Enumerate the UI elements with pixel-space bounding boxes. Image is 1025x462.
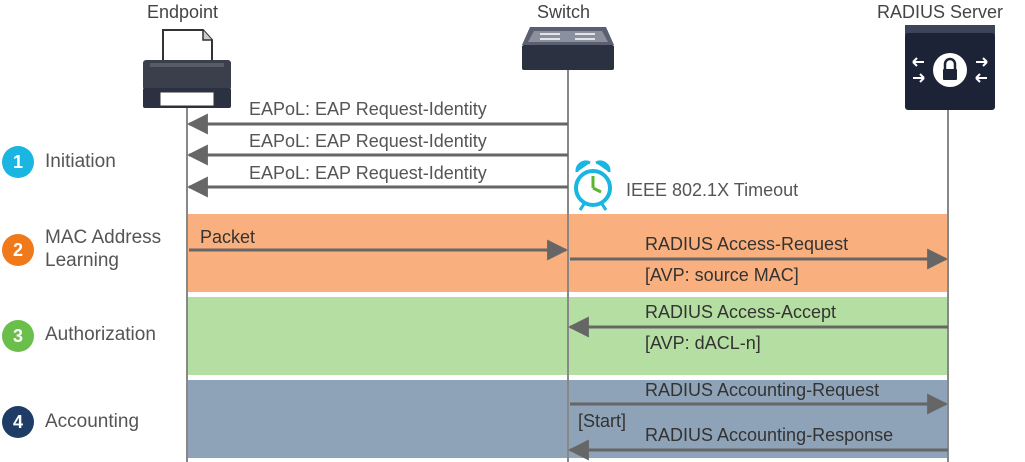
start-label: [Start] bbox=[578, 411, 627, 431]
timeout-label: IEEE 802.1X Timeout bbox=[626, 180, 799, 200]
step-2-label: MAC Address Learning bbox=[45, 226, 161, 272]
step-2-label-line1: MAC Address bbox=[45, 227, 162, 248]
step-2-label-line2: Learning bbox=[45, 250, 119, 271]
access-request-label: RADIUS Access-Request bbox=[645, 234, 849, 254]
eapol-label-1: EAPoL: EAP Request-Identity bbox=[249, 99, 487, 119]
step-2-badge: 2 bbox=[2, 234, 34, 266]
step-1-badge: 1 bbox=[2, 146, 34, 178]
step-1-label: Initiation bbox=[45, 151, 116, 172]
packet-label: Packet bbox=[200, 227, 256, 247]
acct-request-label: RADIUS Accounting-Request bbox=[645, 380, 880, 400]
alarm-clock-icon bbox=[574, 160, 612, 211]
acct-response-label: RADIUS Accounting-Response bbox=[645, 425, 894, 445]
printer-icon bbox=[143, 29, 231, 108]
step-4-label: Accounting bbox=[45, 411, 140, 432]
network-switch-icon bbox=[522, 27, 614, 70]
avp-dacl-label: [AVP: dACL-n] bbox=[645, 333, 761, 353]
eapol-label-2: EAPoL: EAP Request-Identity bbox=[249, 131, 487, 151]
radius-server-lock-icon bbox=[905, 25, 995, 110]
access-accept-label: RADIUS Access-Accept bbox=[645, 302, 837, 322]
step-3-label: Authorization bbox=[45, 324, 156, 345]
switch-title: Switch bbox=[537, 2, 591, 22]
step-4-badge: 4 bbox=[2, 406, 34, 438]
endpoint-title: Endpoint bbox=[147, 2, 219, 22]
eapol-label-3: EAPoL: EAP Request-Identity bbox=[249, 163, 487, 183]
avp-mac-label: [AVP: source MAC] bbox=[645, 265, 799, 285]
radius-server-title: RADIUS Server bbox=[877, 2, 1004, 22]
step-3-badge: 3 bbox=[2, 320, 34, 352]
